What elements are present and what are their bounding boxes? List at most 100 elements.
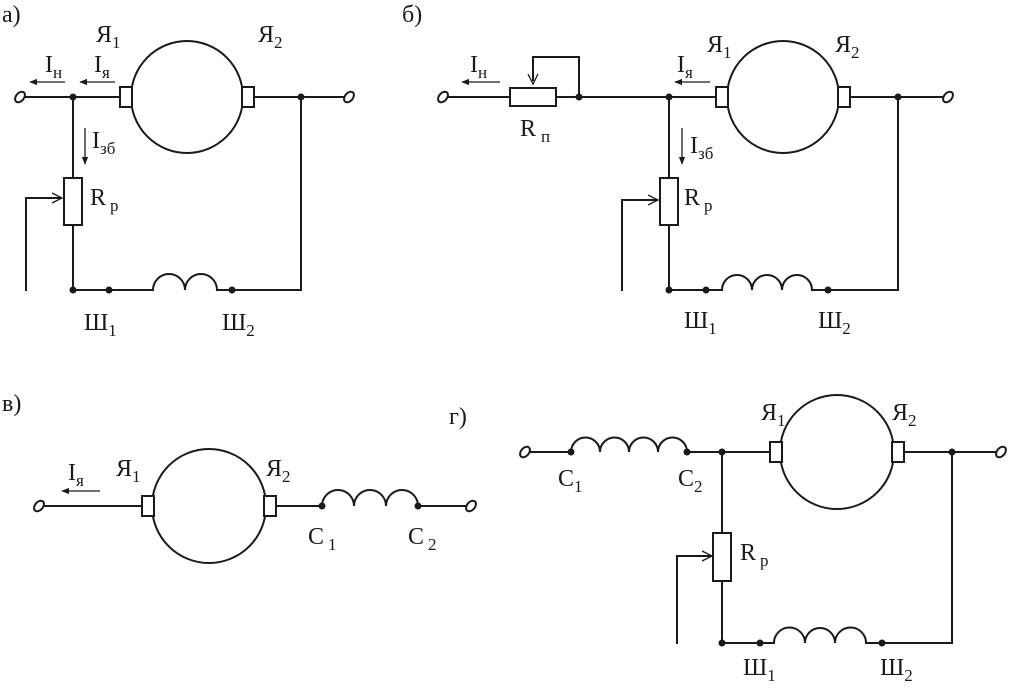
armature-circle [151, 448, 267, 564]
junction-dot [702, 286, 710, 294]
rheostat-slider-arrow [527, 73, 539, 86]
load-current-label: Iн [45, 52, 62, 82]
terminal-icon [33, 499, 45, 513]
series-coil [320, 489, 420, 508]
brush-icon [141, 495, 155, 517]
armature-terminal-1-label: Я1 [761, 400, 786, 430]
shunt-coil [720, 274, 814, 292]
shunt-coil [151, 273, 219, 292]
junction-dot [228, 286, 236, 294]
panel-a-tag: а) [2, 2, 21, 28]
junction-dot [878, 639, 886, 647]
brush-icon [119, 86, 133, 108]
junction-dot [567, 448, 575, 456]
panel-a: а) Iн Iя Я1 Я2 Iзб [2, 2, 355, 340]
wire [811, 96, 899, 291]
wire [676, 555, 711, 644]
field-current-label: Iзб [92, 128, 115, 158]
rheostat-slider-arrow [51, 192, 64, 204]
rheostat-resistor [63, 177, 83, 226]
armature-circle [726, 40, 840, 154]
terminal-icon [942, 90, 954, 104]
junction-dot [718, 639, 726, 647]
shunt-terminal-2-label: Ш2 [818, 308, 851, 338]
terminal-icon [437, 90, 449, 104]
start-rheostat-resistor [509, 87, 557, 107]
panel-d-tag: г) [449, 404, 467, 430]
junction-dot [69, 93, 77, 101]
series-terminal-1-label: С1 [558, 466, 583, 496]
junction-dot [318, 502, 326, 510]
armature-terminal-2-label: Я2 [258, 22, 283, 52]
terminal-icon [14, 90, 26, 104]
junction-dot [297, 93, 305, 101]
junction-dot [665, 93, 673, 101]
wire [668, 224, 723, 291]
field-current-label: Iзб [690, 133, 713, 163]
wire [865, 451, 953, 644]
terminal-icon [995, 445, 1007, 459]
terminal-icon [465, 499, 477, 513]
wire [721, 580, 775, 644]
wire [621, 199, 657, 291]
junction-dot [894, 93, 902, 101]
shunt-terminal-1-label: Ш1 [743, 655, 776, 685]
armature-terminal-1-label: Я1 [707, 32, 732, 62]
wire [216, 96, 302, 291]
shunt-coil [772, 626, 868, 645]
armature-current-label: Iя [68, 460, 84, 490]
rheostat-resistor [659, 177, 679, 226]
armature-current-label: Iя [94, 52, 110, 82]
armature-circle [130, 40, 244, 154]
brush-icon [891, 441, 905, 463]
terminal-icon [519, 445, 531, 459]
series-terminal-2-label: С2 [678, 466, 703, 496]
brush-icon [263, 495, 277, 517]
shunt-terminal-1-label: Ш1 [684, 308, 717, 338]
panel-c-tag: в) [2, 391, 21, 417]
shunt-terminal-2-label: Ш2 [880, 655, 913, 685]
brush-icon [241, 86, 255, 108]
junction-dot [665, 286, 673, 294]
terminal-icon [343, 90, 355, 104]
armature-terminal-1-label: Я1 [96, 22, 121, 52]
armature-terminal-2-label: Я2 [835, 32, 860, 62]
panel-b-tag: б) [402, 2, 422, 28]
rheostat-resistor [712, 532, 732, 582]
junction-dot [683, 448, 691, 456]
junction-dot [69, 286, 77, 294]
wire [72, 224, 154, 291]
junction-dot [948, 448, 956, 456]
series-coil [569, 436, 689, 454]
armature-current-label: Iя [677, 52, 693, 82]
junction-dot [756, 639, 764, 647]
junction-dot [824, 286, 832, 294]
junction-dot [105, 286, 113, 294]
armature-circle [779, 394, 895, 510]
wire [25, 197, 61, 291]
junction-dot [718, 448, 726, 456]
armature-terminal-2-label: Я2 [266, 456, 291, 486]
load-current-label: Iн [470, 52, 487, 82]
brush-icon [715, 86, 729, 108]
junction-dot [414, 502, 422, 510]
start-rheostat-slider [532, 56, 580, 98]
armature-terminal-2-label: Я2 [892, 400, 917, 430]
rheostat-slider-arrow [647, 194, 660, 206]
brush-icon [837, 86, 851, 108]
brush-icon [769, 441, 783, 463]
junction-dot [575, 93, 583, 101]
shunt-terminal-1-label: Ш1 [84, 310, 117, 340]
armature-terminal-1-label: Я1 [116, 456, 141, 486]
